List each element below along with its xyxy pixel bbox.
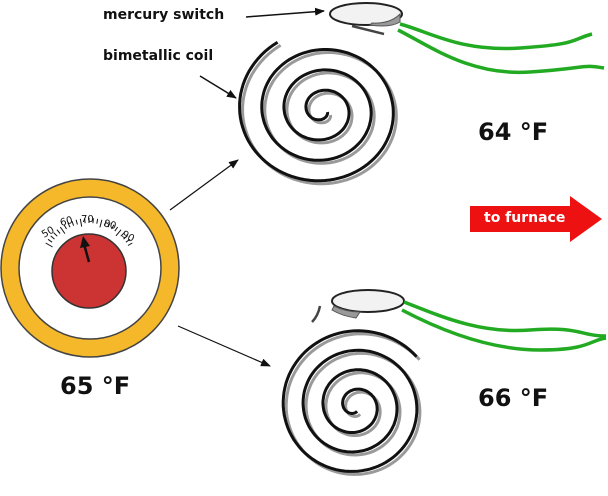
dial-tick bbox=[47, 238, 53, 243]
dial-tick bbox=[92, 218, 94, 224]
top-coil-temperature: 64 °F bbox=[478, 118, 549, 146]
dial-scale-label-70: 70 bbox=[81, 214, 94, 225]
bimetallic-coil-pointer bbox=[199, 75, 237, 99]
arrow-to-top-coil bbox=[169, 159, 239, 211]
dial-tick bbox=[45, 242, 53, 248]
bottom-mercury-switch bbox=[311, 289, 405, 323]
bottom-coil-temperature: 66 °F bbox=[478, 384, 549, 412]
dial-scale-label-60: 60 bbox=[59, 215, 74, 229]
dial-tick bbox=[127, 242, 133, 246]
bottom-wire-lower bbox=[401, 308, 607, 352]
dial-inner-edge bbox=[18, 196, 162, 340]
dial-scale-label-80: 80 bbox=[102, 218, 117, 232]
dial-tick bbox=[107, 222, 111, 228]
top-wire-lower bbox=[397, 28, 605, 75]
dial-tick bbox=[59, 226, 66, 234]
dial-tick bbox=[111, 224, 115, 230]
dial-tick bbox=[115, 229, 122, 237]
dial-scale-label-90: 90 bbox=[120, 229, 137, 245]
bottom-switch-lead bbox=[311, 305, 322, 323]
top-wire-upper bbox=[399, 22, 593, 51]
thermostat-temperature: 65 °F bbox=[60, 372, 131, 400]
dial-tick bbox=[96, 218, 99, 224]
dial-tick bbox=[79, 218, 83, 227]
arrow-to-bottom-coil bbox=[177, 325, 271, 367]
top-switch-lead bbox=[351, 24, 385, 36]
bottom-wire-upper bbox=[403, 300, 607, 338]
dial-tick bbox=[123, 235, 128, 240]
dial-tick bbox=[114, 226, 119, 232]
dial-tick bbox=[125, 238, 131, 243]
to-furnace-label: to furnace bbox=[484, 210, 566, 226]
dial-scale-ticks bbox=[45, 218, 133, 248]
dial-tick bbox=[50, 235, 55, 240]
dial-center bbox=[51, 233, 127, 309]
thermostat-dial: 50 60 70 80 90 bbox=[0, 178, 180, 358]
dial-tick bbox=[84, 218, 86, 224]
dial-tick bbox=[120, 232, 125, 237]
top-switch-tube bbox=[329, 2, 403, 26]
dial-tick bbox=[56, 229, 61, 234]
top-mercury-switch bbox=[329, 2, 403, 36]
dial-tick bbox=[67, 222, 71, 228]
dial-tick bbox=[53, 232, 58, 237]
bottom-switch-mercury bbox=[331, 305, 361, 319]
bimetallic-coil-label: bimetallic coil bbox=[103, 48, 214, 64]
top-bimetallic-coil bbox=[238, 40, 398, 186]
dial-outer-ring bbox=[1, 179, 179, 357]
dial-tick bbox=[71, 220, 75, 226]
dial-tick bbox=[75, 219, 78, 225]
bottom-switch-tube bbox=[331, 289, 405, 313]
dial-tick bbox=[63, 224, 67, 230]
dial-tick bbox=[103, 220, 107, 226]
to-furnace-arrow bbox=[470, 196, 602, 242]
bottom-bimetallic-coil bbox=[281, 329, 422, 476]
dial-outer-ring-edge bbox=[0, 178, 180, 358]
top-switch-mercury bbox=[368, 12, 401, 27]
mercury-switch-pointer bbox=[245, 7, 325, 18]
mercury-switch-label: mercury switch bbox=[103, 7, 225, 23]
dial-needle-head bbox=[80, 236, 90, 248]
dial-tick bbox=[99, 219, 103, 228]
